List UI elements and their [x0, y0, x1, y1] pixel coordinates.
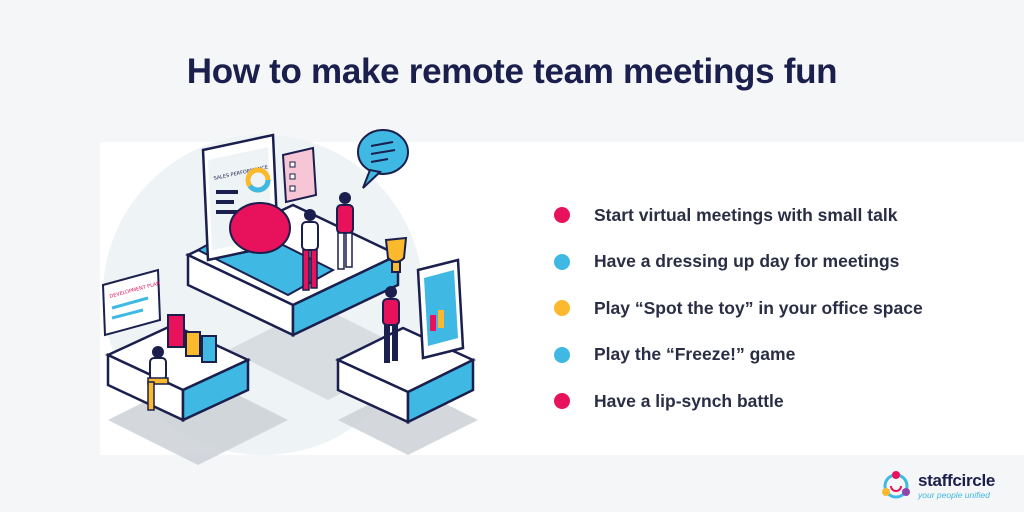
- person-sitting: [147, 346, 169, 411]
- tips-list: Start virtual meetings with small talk H…: [554, 192, 994, 425]
- list-item: Have a dressing up day for meetings: [554, 239, 994, 286]
- development-board: DEVELOPMENT PLAN: [101, 268, 161, 337]
- footer-band: [0, 455, 1024, 512]
- right-platform: [335, 326, 476, 425]
- bullet-dot: [554, 300, 570, 317]
- header-band: [0, 0, 1024, 142]
- page-title: How to make remote team meetings fun: [186, 52, 838, 91]
- tip-text: Start virtual meetings with small talk: [594, 204, 898, 225]
- trophy-icon: [384, 236, 408, 273]
- checklist-board: [281, 146, 318, 204]
- bullet-dot: [554, 346, 570, 363]
- logo-wordmark: staffcircle: [918, 472, 995, 489]
- person-standing: [336, 192, 354, 270]
- speech-bubble-pink: [229, 202, 291, 254]
- list-item: Play “Spot the toy” in your office space: [554, 285, 994, 332]
- person-standing: [301, 209, 319, 291]
- tip-text: Have a dressing up day for meetings: [594, 251, 900, 272]
- logo-tagline: your people unified: [918, 490, 990, 501]
- chart-bars-icon: [167, 314, 217, 363]
- bullet-dot: [554, 207, 570, 224]
- list-item: Have a lip-synch battle: [554, 378, 994, 425]
- tip-text: Play the “Freeze!” game: [594, 344, 796, 365]
- tip-text: Play “Spot the toy” in your office space: [594, 297, 923, 318]
- logo-circle-icon: [882, 471, 910, 499]
- logo-name-part1: staff: [918, 471, 953, 491]
- tablet-icon: [416, 258, 465, 360]
- tip-text: Have a lip-synch battle: [594, 390, 784, 411]
- left-band: [0, 142, 100, 512]
- staffcircle-logo[interactable]: staffcircle your people unified: [880, 468, 1010, 504]
- remote-meeting-illustration: SALES PERFORMANCE: [101, 129, 478, 465]
- left-platform: [105, 323, 251, 422]
- bullet-dot: [554, 253, 570, 270]
- person-standing: [382, 286, 400, 363]
- bullet-dot: [554, 393, 570, 410]
- list-item: Start virtual meetings with small talk: [554, 192, 994, 239]
- list-item: Play the “Freeze!” game: [554, 332, 994, 379]
- speech-bubble-icon: [357, 129, 409, 189]
- logo-name-part2: circle: [952, 471, 996, 491]
